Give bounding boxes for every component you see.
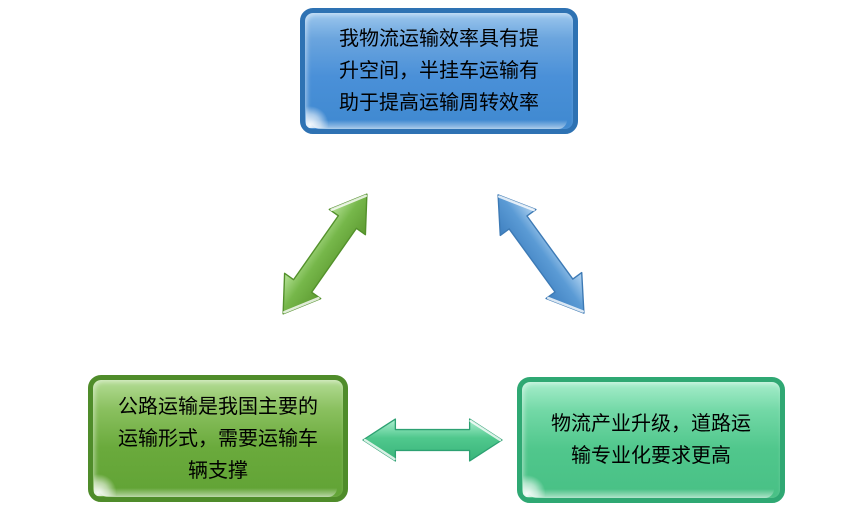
top-box-text-line: 助于提高运输周转效率 [339,92,539,114]
bottom-right-box-text-line: 输专业化要求更高 [571,445,731,467]
gloss-highlight [528,489,774,498]
bottom-left-box-text-line: 辆支撑 [188,459,248,482]
corner-glint [523,475,545,497]
teal-double-arrow-icon [362,418,503,462]
green-double-arrow-icon [264,181,385,327]
bottom-left-box-text-line: 公路运输是我国主要的 [118,395,318,418]
gloss-highlight [311,120,567,129]
top-box-text-line: 我物流运输效率具有提 [339,28,539,50]
blue-double-arrow-icon [479,181,602,326]
top-box-text-line: 升空间，半挂车运输有 [339,60,539,82]
bottom-right-box-industry-upgrade: 物流产业升级，道路运 输专业化要求更高 [517,377,785,503]
corner-glint [94,474,116,496]
bottom-left-box-text-line: 运输形式，需要运输车 [118,427,318,450]
bottom-right-box-text-line: 物流产业升级，道路运 [551,413,751,435]
top-box-logistics-efficiency: 我物流运输效率具有提 升空间，半挂车运输有 助于提高运输周转效率 [300,8,578,134]
gloss-highlight [99,488,337,497]
corner-glint [306,106,328,128]
bottom-left-box-road-transport: 公路运输是我国主要的 运输形式，需要运输车 辆支撑 [88,375,348,502]
